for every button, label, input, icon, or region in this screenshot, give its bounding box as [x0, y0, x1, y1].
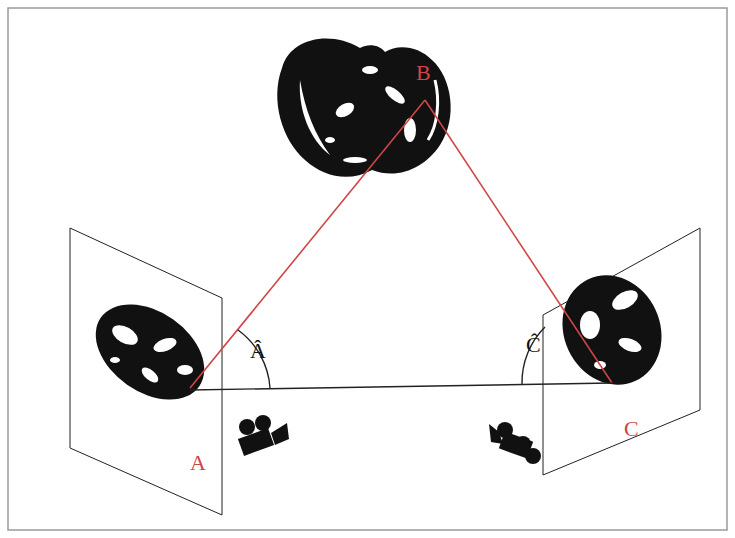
image-plane — [70, 228, 222, 515]
point-label: A — [190, 452, 206, 474]
camera-icon — [489, 422, 541, 464]
point-label: B — [416, 62, 431, 84]
ray — [190, 100, 425, 388]
frame — [8, 8, 727, 530]
baseline — [190, 383, 612, 390]
right-image-blob — [545, 259, 679, 401]
image-plane — [543, 228, 700, 475]
left-image-blob — [78, 285, 222, 419]
angle-label: Ĉ — [526, 334, 541, 356]
camera-icon — [238, 415, 289, 456]
angle-label: Â — [250, 340, 266, 362]
point-label: C — [624, 418, 639, 440]
angle-arc — [522, 327, 545, 384]
ray — [425, 100, 612, 383]
angle-arc — [238, 330, 270, 388]
apple-object — [277, 38, 450, 176]
